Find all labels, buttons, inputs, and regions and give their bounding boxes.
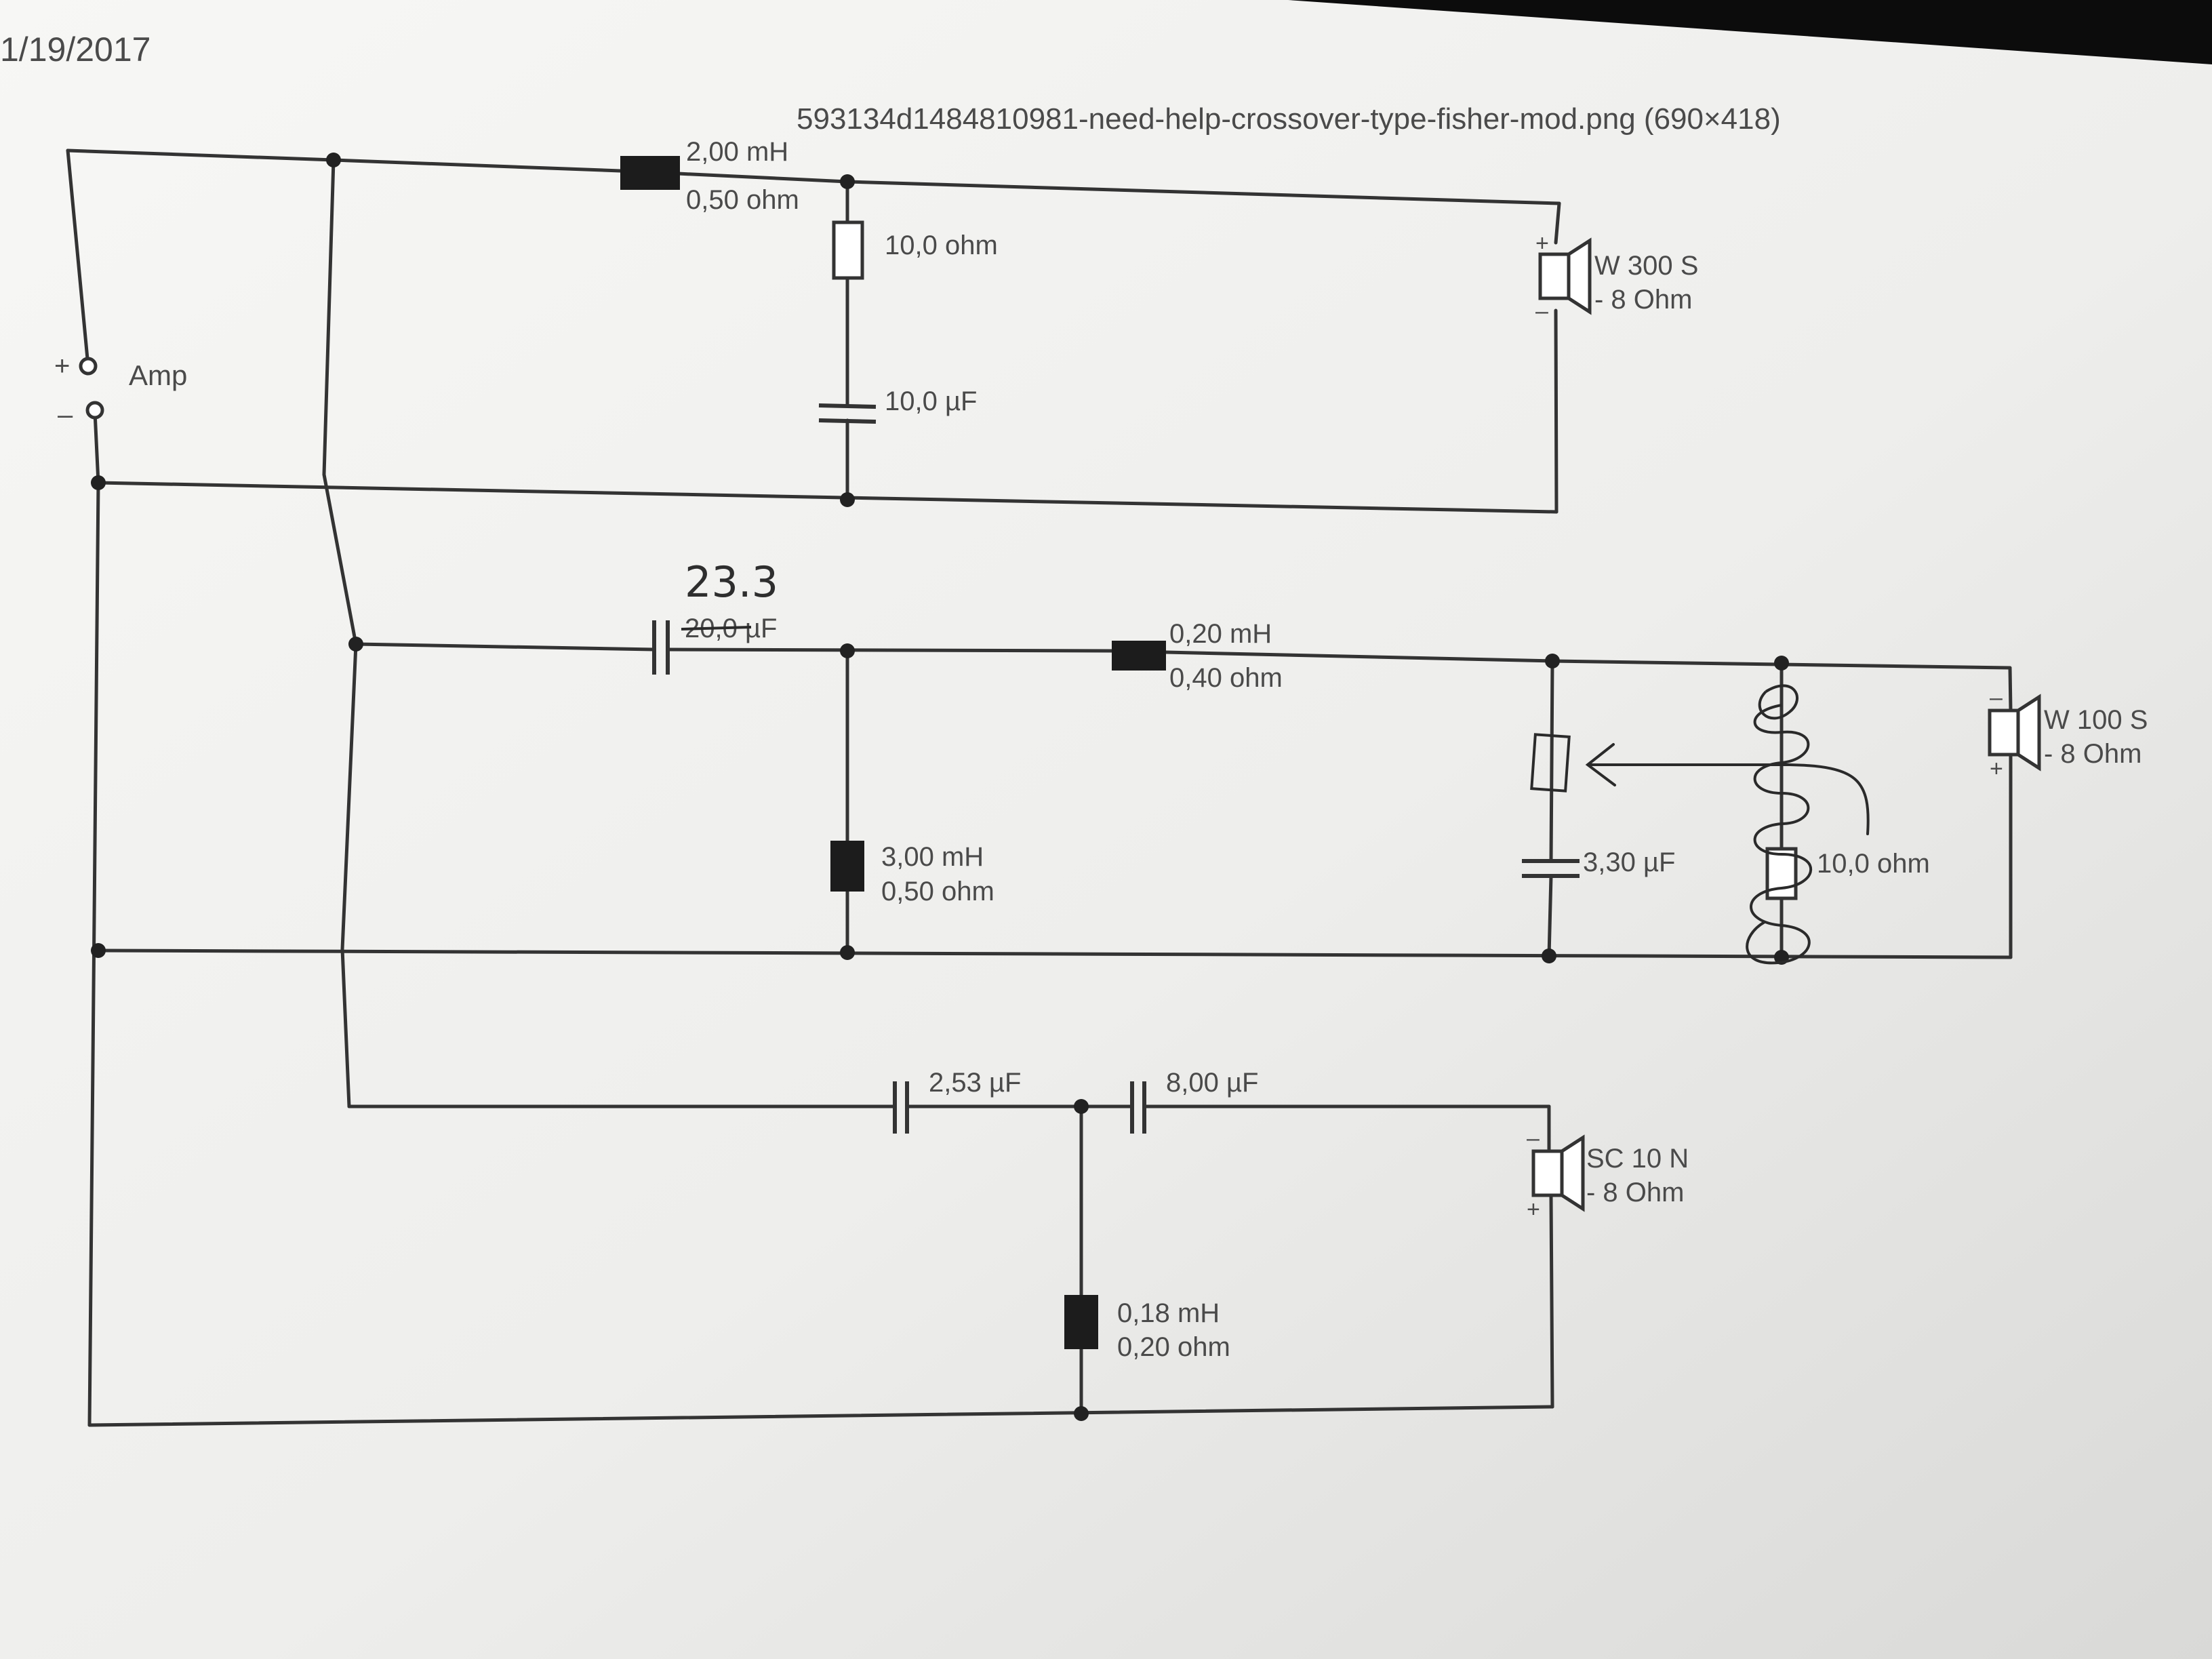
tweeter-driver-name: SC 10 N [1586,1144,1689,1174]
mid-shunt-capacitor-value: 3,30 µF [1583,847,1675,877]
wire-mid-top-c [1164,650,1554,663]
woofer-shunt-capacitor [818,403,877,424]
mid-driver-plus: + [1990,756,2003,782]
woofer-inductor-value: 2,00 mH [686,137,788,167]
tweeter-inductor-value: 0,18 mH [1117,1298,1220,1328]
wire-mid-shunt-c-b [1547,874,1553,958]
junction-dot [348,637,363,652]
wire-mid-top-a [354,642,656,652]
mid-shunt-inductor-resistance: 0,50 ohm [881,877,994,906]
junction-dot [840,174,855,189]
junction-dot [1774,656,1789,671]
junction-dots [91,153,1789,1421]
tweeter-capacitor-2-value: 8,00 µF [1166,1068,1258,1098]
amp-terminals: + – Amp [54,351,187,430]
tweeter-inductor-resistance: 0,20 ohm [1117,1332,1230,1362]
junction-dot [326,153,341,167]
wire-woofer-top-c [845,180,1561,205]
woofer-driver-plus: + [1535,231,1549,256]
woofer-shunt-resistor [832,220,864,280]
tweeter-driver-icon [1531,1134,1585,1212]
tweeter-capacitor-1 [893,1081,909,1134]
junction-dot [91,943,106,958]
wire-amp-plus-lead [66,148,336,162]
woofer-capacitor-value: 10,0 µF [885,386,977,416]
tweeter-shunt-inductor [1064,1295,1098,1349]
woofer-driver-impedance: - 8 Ohm [1594,285,1692,315]
junction-dot [91,475,106,490]
tweeter-capacitor-2 [1130,1081,1146,1134]
wire-tweeter-return [87,1405,1554,1427]
woofer-driver-minus: – [1535,298,1548,324]
amp-minus-terminal [85,401,104,420]
junction-dot [1542,948,1556,963]
mid-series-inductor-resistance: 0,40 ohm [1169,663,1283,693]
mid-series-capacitor [652,620,670,675]
dark-background-corner [1288,0,2212,64]
wire-woofer-top-a [331,158,622,173]
woofer-resistor-value: 10,0 ohm [885,231,998,260]
wire-amp-plus-left [66,148,90,368]
mid-series-inductor [1112,641,1166,671]
mid-capacitor-handwritten-value: 23.3 [685,557,778,607]
pencil-scribble [1746,684,1813,965]
junction-dot [840,492,855,507]
mid-shunt-inductor-value: 3,00 mH [881,842,984,872]
wire-woofer-top-drop [1554,201,1561,245]
woofer-driver-name: W 300 S [1594,251,1698,281]
wire-mid-shunt-c-a [1549,659,1554,863]
woofer-driver-icon [1538,237,1592,315]
file-title: 593134d1484810981-need-help-crossover-ty… [797,102,1781,136]
tweeter-driver-plus: + [1527,1197,1540,1222]
amp-plus-sign: + [54,351,70,381]
wire-tweeter-return-rise [1549,1195,1554,1409]
wire-mid-right-rise [2008,666,2013,713]
mid-shunt-inductor [830,841,864,892]
mid-driver-impedance: - 8 Ohm [2044,739,2141,769]
tweeter-driver-impedance: - 8 Ohm [1586,1178,1684,1207]
junction-dot [1545,654,1560,668]
woofer-inductor-resistance: 0,50 ohm [686,185,799,215]
print-date: 1/19/2017 [0,31,150,68]
tweeter-driver-minus: – [1527,1125,1540,1151]
woofer-series-inductor [620,156,680,190]
mid-shunt-resistor-value: 10,0 ohm [1817,849,1930,879]
pencil-resistor-sketch [1530,733,1571,793]
amp-label: Amp [129,359,187,391]
mid-shunt-capacitor [1522,859,1580,878]
junction-dot [1074,1406,1089,1421]
amp-plus-terminal [79,357,98,376]
mid-driver-icon [1988,694,2041,772]
pencil-strikethrough [681,626,752,631]
mid-driver-name: W 100 S [2044,705,2148,735]
junction-dot [1074,1099,1089,1114]
tweeter-capacitor-1-value: 2,53 µF [929,1068,1021,1098]
junction-dot [840,945,855,960]
wire-mid-top-b [666,647,1114,653]
wire-woofer-return [96,481,1559,514]
amp-minus-sign: – [58,400,73,430]
mid-driver-minus: – [1990,685,2003,711]
wire-woofer-top-b [676,172,849,184]
junction-dot [840,643,855,658]
wire-amp-minus-lead [93,410,100,485]
wire-mid-return [96,948,2013,959]
mid-series-inductor-value: 0,20 mH [1169,619,1272,649]
pencil-arrow [1585,743,1870,835]
